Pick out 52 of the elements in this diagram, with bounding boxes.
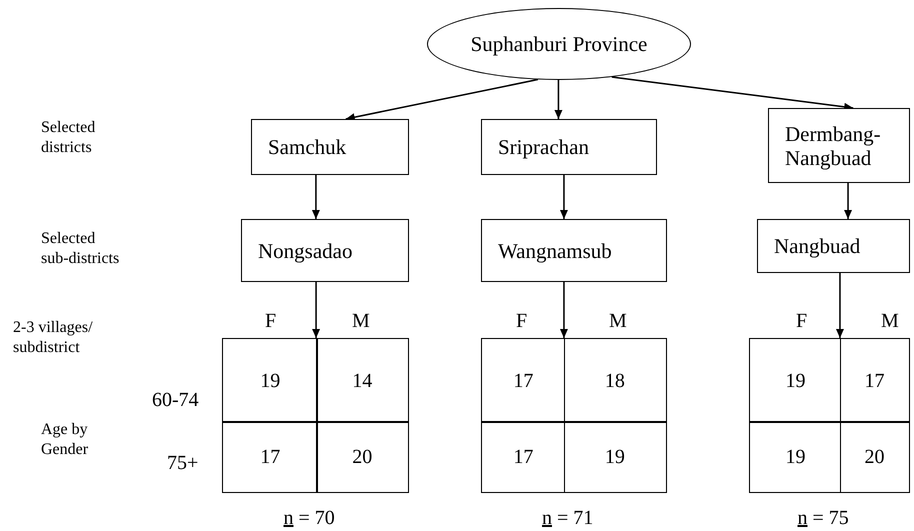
cell-value: 19 bbox=[785, 368, 806, 394]
process-box bbox=[481, 219, 667, 282]
arrow bbox=[560, 175, 568, 219]
sample-size-label: n = 75 bbox=[798, 506, 849, 531]
row-label: Selected districts bbox=[41, 118, 96, 158]
row-label: Age by Gender bbox=[41, 420, 90, 460]
cell-value: 20 bbox=[864, 444, 884, 470]
cell-value: 18 bbox=[604, 368, 625, 394]
node-label: Nongsadao bbox=[258, 238, 352, 262]
arrow bbox=[346, 78, 538, 122]
row-label: 2-3 villages/ subdistrict bbox=[13, 318, 94, 358]
row-label: M bbox=[881, 309, 900, 334]
row-label: M bbox=[352, 309, 371, 334]
arrow bbox=[312, 175, 320, 219]
process-box bbox=[757, 219, 910, 273]
process-box bbox=[251, 119, 409, 175]
row-label: Selected sub-districts bbox=[41, 229, 120, 269]
arrow bbox=[554, 80, 562, 119]
node-label: Sriprachan bbox=[498, 135, 589, 159]
arrow bbox=[836, 273, 844, 338]
cell-value: 19 bbox=[785, 444, 806, 470]
arrow bbox=[312, 282, 320, 338]
sample-size-label: n = 70 bbox=[284, 506, 335, 531]
arrow bbox=[844, 183, 852, 219]
table-grid bbox=[481, 338, 667, 493]
cell-value: 17 bbox=[864, 368, 884, 394]
node-label: Wangnamsub bbox=[498, 238, 612, 262]
cell-value: 17 bbox=[260, 444, 280, 470]
cell-value: 17 bbox=[513, 368, 534, 394]
node-label: Dermbang- Nangbuad bbox=[785, 122, 882, 170]
cell-value: 17 bbox=[513, 444, 534, 470]
row-label: 75+ bbox=[167, 451, 200, 476]
row-label: F bbox=[796, 309, 808, 334]
cell-value: 14 bbox=[352, 368, 372, 394]
row-label: F bbox=[516, 309, 528, 334]
node-label: Nangbuad bbox=[774, 234, 860, 258]
table-grid bbox=[222, 338, 409, 493]
table-grid bbox=[749, 338, 910, 493]
process-box bbox=[481, 119, 657, 175]
row-label: 60-74 bbox=[152, 388, 200, 413]
row-label: F bbox=[265, 309, 278, 334]
node-label: Suphanburi Province bbox=[470, 32, 648, 56]
process-box bbox=[768, 108, 910, 183]
sample-size-label: n = 71 bbox=[542, 506, 594, 531]
arrow bbox=[560, 282, 568, 338]
process-box bbox=[241, 219, 409, 282]
arrow bbox=[612, 76, 854, 111]
cell-value: 20 bbox=[352, 444, 372, 470]
node-label: Samchuk bbox=[268, 135, 346, 159]
cell-value: 19 bbox=[604, 444, 625, 470]
row-label: M bbox=[609, 309, 628, 334]
cell-value: 19 bbox=[260, 368, 280, 394]
